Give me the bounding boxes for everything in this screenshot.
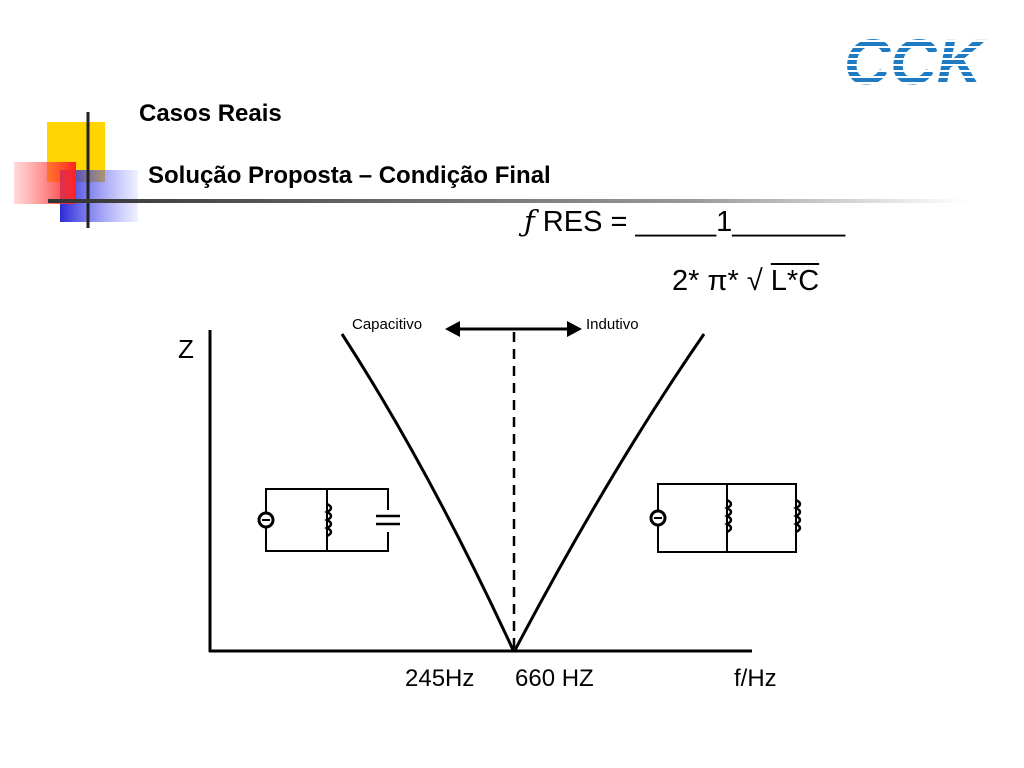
capacitive-label: Capacitivo bbox=[352, 316, 422, 333]
formula-denominator: 2* π* √ L*C bbox=[672, 265, 819, 298]
slide-title: Casos Reais bbox=[139, 100, 282, 127]
formula-symbol: ƒ bbox=[524, 204, 535, 238]
slide-subtitle: Solução Proposta – Condição Final bbox=[148, 162, 551, 189]
x-axis-label: f/Hz bbox=[734, 665, 777, 692]
y-axis-label: Z bbox=[178, 334, 194, 364]
inductive-label: Indutivo bbox=[586, 316, 639, 333]
formula-numerator-text: RES = _____1_______ bbox=[542, 206, 846, 238]
impedance-curve-left bbox=[340, 333, 516, 653]
tick-label-245hz: 245Hz bbox=[405, 665, 474, 692]
inductive-circuit bbox=[649, 483, 802, 553]
title-rule bbox=[48, 199, 968, 203]
arrow-head-right bbox=[567, 321, 582, 337]
deco-red-square bbox=[14, 162, 76, 204]
impedance-curve-right bbox=[512, 333, 706, 653]
tick-label-660hz: 660 HZ bbox=[515, 665, 594, 692]
formula-radicand: L*C bbox=[770, 265, 820, 297]
inductor-icon bbox=[793, 498, 802, 534]
inductor-icon bbox=[324, 502, 333, 538]
svg-text:CCK: CCK bbox=[844, 30, 987, 90]
cck-logo: CCK bbox=[844, 30, 987, 90]
formula-denominator-prefix: 2* π* √ bbox=[672, 265, 771, 297]
capacitive-circuit bbox=[257, 488, 400, 552]
slide-decoration bbox=[14, 112, 968, 228]
formula-numerator: ƒ RES = _____1_______ bbox=[524, 204, 845, 239]
inductor-icon bbox=[724, 498, 733, 534]
arrow-head-left bbox=[445, 321, 460, 337]
